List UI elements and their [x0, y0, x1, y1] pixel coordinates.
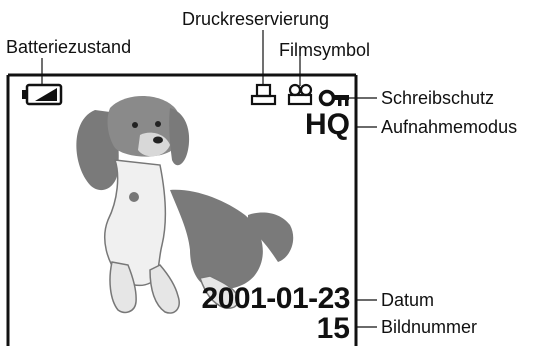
- key-icon: [318, 89, 349, 107]
- date-label: Datum: [381, 290, 435, 310]
- write-protect-label: Schreibschutz: [381, 88, 495, 108]
- record-mode-label: Aufnahmemodus: [381, 117, 518, 137]
- quality-indicator: HQ: [305, 108, 350, 141]
- screen-frame: [6, 73, 358, 346]
- print-reservation-label: Druckreservierung: [182, 9, 330, 29]
- film-symbol-label: Filmsymbol: [279, 40, 371, 60]
- print-reservation-icon: [250, 83, 277, 106]
- dog-illustration: [76, 96, 294, 314]
- frame-number-readout: 15: [316, 312, 350, 345]
- battery-icon: [22, 83, 63, 106]
- leader-lines: [41, 30, 377, 328]
- film-symbol-icon: [287, 83, 313, 106]
- date-readout: 2001-01-23: [201, 282, 351, 315]
- image-number-label: Bildnummer: [381, 317, 478, 337]
- battery-label: Batteriezustand: [6, 37, 132, 57]
